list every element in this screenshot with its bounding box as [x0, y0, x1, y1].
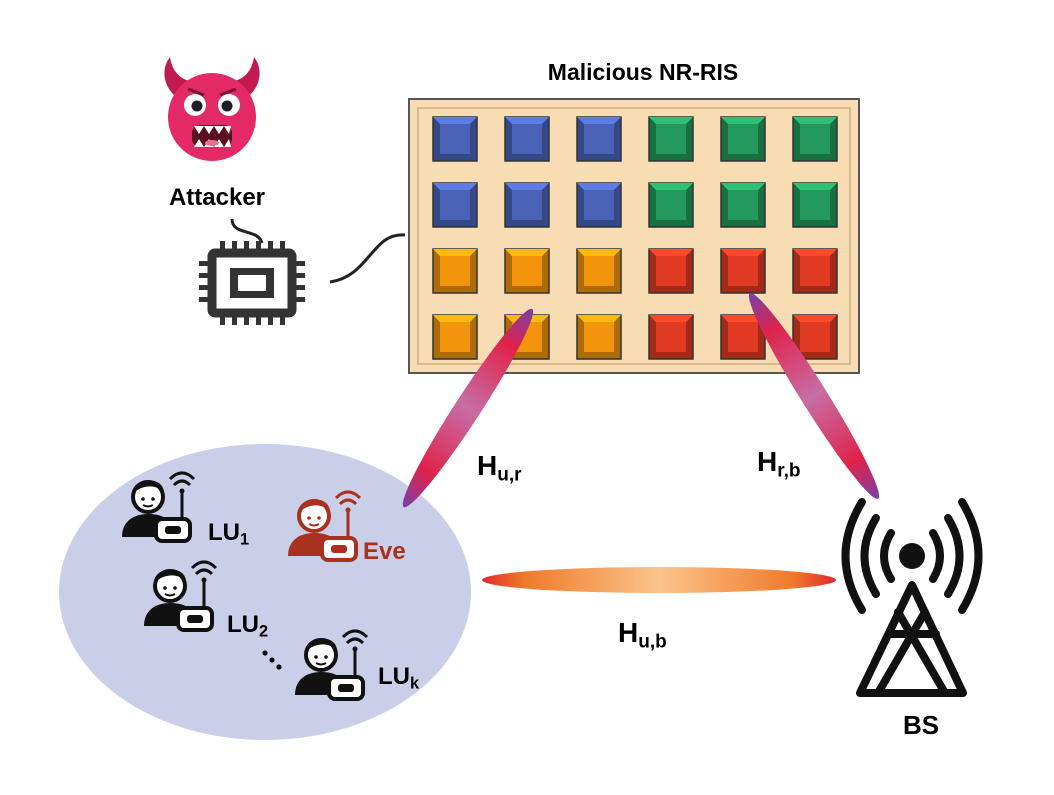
ris-element-red	[720, 314, 766, 360]
ris-element-orange	[576, 248, 622, 294]
beam-h-rb	[748, 293, 880, 499]
label-h-ur: Hu,r	[477, 450, 522, 486]
ris-element-orange	[432, 314, 478, 360]
ris-element-red	[648, 248, 694, 294]
ris-element-green	[648, 116, 694, 162]
ris-element-blue	[432, 116, 478, 162]
cell-tower-icon	[841, 498, 983, 697]
ris-element-green	[720, 182, 766, 228]
ris-element-orange	[504, 248, 550, 294]
label-eve: Eve	[363, 538, 406, 565]
devil-face-icon	[164, 57, 260, 161]
beam-h-ur	[402, 308, 534, 508]
ris-element-grid	[432, 116, 838, 360]
ris-element-blue	[504, 182, 550, 228]
ris-element-orange	[432, 248, 478, 294]
beam-h-ub	[482, 567, 836, 593]
ris-element-blue	[576, 182, 622, 228]
ellipsis-dots	[262, 650, 282, 670]
ris-panel	[408, 98, 860, 374]
attacker-label: Attacker	[169, 184, 265, 211]
ris-title: Malicious NR-RIS	[548, 59, 738, 85]
bs-label: BS	[903, 710, 939, 740]
ris-element-green	[792, 182, 838, 228]
label-h-rb: Hr,b	[757, 446, 801, 482]
ris-element-green	[720, 116, 766, 162]
ris-element-blue	[432, 182, 478, 228]
ris-element-red	[648, 314, 694, 360]
label-luk: LUk	[378, 663, 420, 693]
microchip-icon	[199, 218, 406, 325]
ris-element-green	[648, 182, 694, 228]
ris-element-blue	[504, 116, 550, 162]
label-h-ub: Hu,b	[618, 617, 667, 653]
ris-element-orange	[576, 314, 622, 360]
label-lu1: LU1	[208, 519, 250, 549]
ris-element-red	[792, 248, 838, 294]
ris-element-blue	[576, 116, 622, 162]
ris-element-green	[792, 116, 838, 162]
label-lu2: LU2	[227, 611, 269, 641]
ris-element-red	[720, 248, 766, 294]
